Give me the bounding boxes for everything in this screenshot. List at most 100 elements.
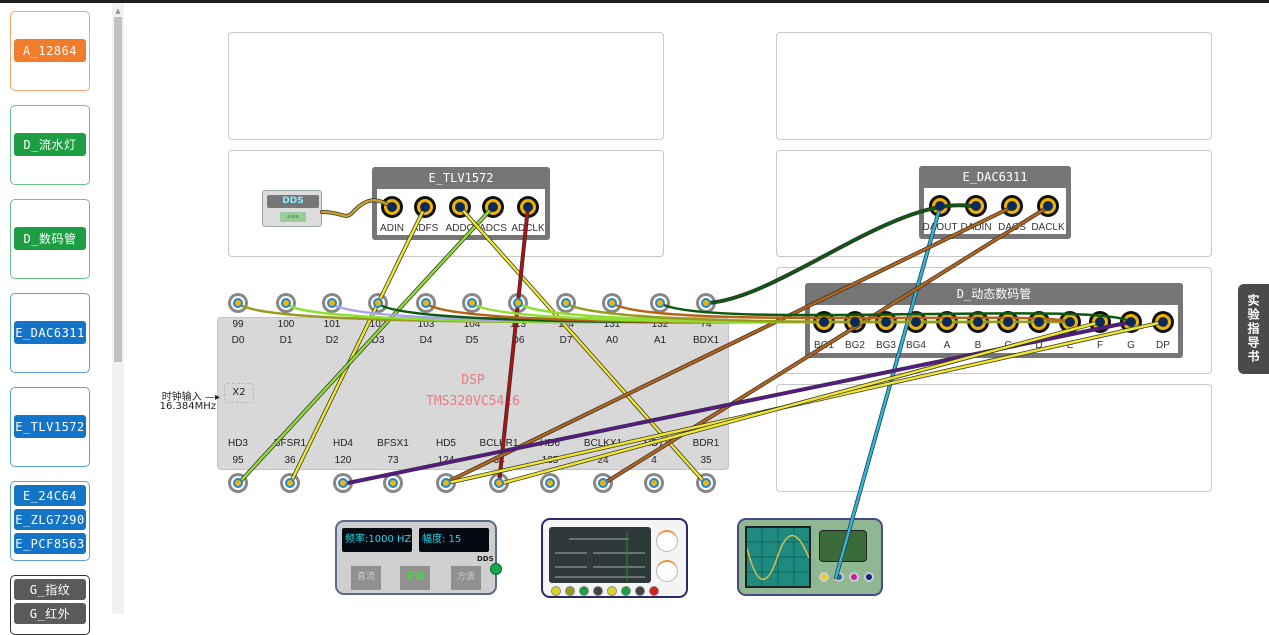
amplitude-display: 幅度: 15 xyxy=(419,528,489,552)
scroll-thumb[interactable] xyxy=(114,17,122,362)
dsp-pin-name: BFSR1 xyxy=(273,438,307,449)
dsp-pin-d2[interactable] xyxy=(322,293,342,313)
dsp-pin-bfsr1[interactable] xyxy=(280,473,300,493)
dsp-pin-number: 104 xyxy=(463,319,481,330)
channel-4-port[interactable] xyxy=(864,572,874,582)
dsp-pin-number: 4 xyxy=(651,455,657,466)
window-top-bar xyxy=(0,0,1269,3)
dsp-pin-bdr1[interactable] xyxy=(696,473,716,493)
segment-port-dp[interactable] xyxy=(1152,311,1174,333)
module-card-seg[interactable]: D_数码管 xyxy=(10,199,90,279)
knob-lower[interactable] xyxy=(656,560,678,582)
tlv1572-port-adclk[interactable] xyxy=(517,196,539,218)
dac6311-port-daout[interactable] xyxy=(929,195,951,217)
dsp-pin-name: D5 xyxy=(465,335,479,346)
dc-button[interactable]: 直流 xyxy=(351,566,381,590)
slot-panel-1[interactable] xyxy=(228,32,664,140)
dsp-pin-d1[interactable] xyxy=(276,293,296,313)
dsp-pin-name: A0 xyxy=(605,335,619,346)
tlv1572-port-adfs[interactable] xyxy=(414,196,436,218)
slot-panel-6[interactable] xyxy=(776,384,1212,492)
dds-title: DDS xyxy=(267,195,319,208)
module-button-seg[interactable]: D_数码管 xyxy=(14,227,86,250)
dsp-pin-hd7[interactable] xyxy=(644,473,664,493)
dsp-pin-name: HD7 xyxy=(643,438,664,449)
clock-input-label: 时钟输入 —▸ xyxy=(140,388,220,403)
signal-generator[interactable]: 频率:1000 HZ 幅度: 15 DDS 直流 正弦 方波 xyxy=(335,520,502,595)
segment-port-g[interactable] xyxy=(1120,311,1142,333)
sine-button[interactable]: 正弦 xyxy=(400,566,430,590)
segment-port-bg3[interactable] xyxy=(875,311,897,333)
segment-port-d[interactable] xyxy=(1028,311,1050,333)
dac6311-port-dacs[interactable] xyxy=(1001,195,1023,217)
dsp-pin-d0[interactable] xyxy=(228,293,248,313)
module-button-led[interactable]: D_流水灯 xyxy=(14,133,86,156)
dsp-pin-bdx1[interactable] xyxy=(696,293,716,313)
segment-port-bg2[interactable] xyxy=(844,311,866,333)
dsp-pin-hd3[interactable] xyxy=(228,473,248,493)
segment-port-a[interactable] xyxy=(936,311,958,333)
dsp-pin-number: 35 xyxy=(700,455,712,466)
dsp-pin-hd6[interactable] xyxy=(540,473,560,493)
dsp-pin-a0[interactable] xyxy=(602,293,622,313)
knob-upper[interactable] xyxy=(656,530,678,552)
dsp-pin-d4[interactable] xyxy=(416,293,436,313)
channel-3-port[interactable] xyxy=(849,572,859,582)
scroll-up-arrow-icon[interactable]: ▲ xyxy=(115,7,121,15)
dsp-pin-hd5[interactable] xyxy=(436,473,456,493)
segment-title: D_动态数码管 xyxy=(956,287,1032,301)
dsp-pin-number: 120 xyxy=(334,455,352,466)
module-button-pcf8563[interactable]: E_PCF8563 xyxy=(14,533,86,554)
dsp-pin-a1[interactable] xyxy=(650,293,670,313)
dsp-pin-number: 34 xyxy=(493,455,505,466)
channel-2-port[interactable] xyxy=(834,572,844,582)
segment-port-f[interactable] xyxy=(1089,311,1111,333)
dsp-pin-d3[interactable] xyxy=(368,293,388,313)
dds-output-port[interactable] xyxy=(490,563,502,575)
dac6311-port-label: DADIN xyxy=(960,222,992,233)
dsp-pin-number: 100 xyxy=(277,319,295,330)
experiment-guide-tab[interactable]: 实验指导书 xyxy=(1238,284,1269,374)
module-button-a12864[interactable]: A_12864 xyxy=(14,39,86,62)
dsp-pin-bfsx1[interactable] xyxy=(383,473,403,493)
channel-1-port[interactable] xyxy=(819,572,829,582)
segment-port-bg1[interactable] xyxy=(813,311,835,333)
segment-port-e[interactable] xyxy=(1059,311,1081,333)
slot-panel-3[interactable] xyxy=(776,32,1212,140)
dsp-pin-d6[interactable] xyxy=(508,293,528,313)
dac6311-port-daclk[interactable] xyxy=(1037,195,1059,217)
dds-source-module[interactable]: DDS ▪▪▪ xyxy=(262,190,322,227)
oscilloscope[interactable] xyxy=(737,518,883,596)
module-button-zlg7290[interactable]: E_ZLG7290 xyxy=(14,509,86,530)
dac6311-port-dadin[interactable] xyxy=(965,195,987,217)
module-card-dac6311[interactable]: E_DAC6311 xyxy=(10,293,90,373)
dsp-pin-d5[interactable] xyxy=(462,293,482,313)
module-button-24c64[interactable]: E_24C64 xyxy=(14,485,86,506)
sidebar-scrollbar[interactable]: ▲ xyxy=(112,3,124,614)
dsp-pin-bclkx1[interactable] xyxy=(593,473,613,493)
logic-analyzer[interactable] xyxy=(541,518,688,598)
oscilloscope-keypad xyxy=(819,530,867,562)
module-card-a12864[interactable]: A_12864 xyxy=(10,11,90,91)
dds-tag: DDS xyxy=(477,555,494,563)
dsp-pin-d7[interactable] xyxy=(556,293,576,313)
module-button-dac6311[interactable]: E_DAC6311 xyxy=(14,321,86,344)
segment-port-bg4[interactable] xyxy=(905,311,927,333)
square-button[interactable]: 方波 xyxy=(451,566,481,590)
tlv1572-port-adin[interactable] xyxy=(381,196,403,218)
tlv1572-port-adcs[interactable] xyxy=(482,196,504,218)
dsp-pin-bclkr1[interactable] xyxy=(489,473,509,493)
led-indicator xyxy=(649,586,659,596)
module-button-tlv1572[interactable]: E_TLV1572 xyxy=(14,415,86,438)
module-card-led[interactable]: D_流水灯 xyxy=(10,105,90,185)
tlv1572-port-addo[interactable] xyxy=(449,196,471,218)
module-card-tlv1572[interactable]: E_TLV1572 xyxy=(10,387,90,467)
frequency-display: 频率:1000 HZ xyxy=(342,528,412,552)
segment-port-b[interactable] xyxy=(967,311,989,333)
dsp-pin-hd4[interactable] xyxy=(333,473,353,493)
dsp-pin-number: 36 xyxy=(284,455,296,466)
module-button-fingerprint[interactable]: G_指纹 xyxy=(14,579,86,600)
segment-port-c[interactable] xyxy=(997,311,1019,333)
dsp-pin-number: 95 xyxy=(232,455,244,466)
module-sidebar: A_12864 D_流水灯 D_数码管 E_DAC6311 E_TLV1572 … xyxy=(0,3,110,635)
